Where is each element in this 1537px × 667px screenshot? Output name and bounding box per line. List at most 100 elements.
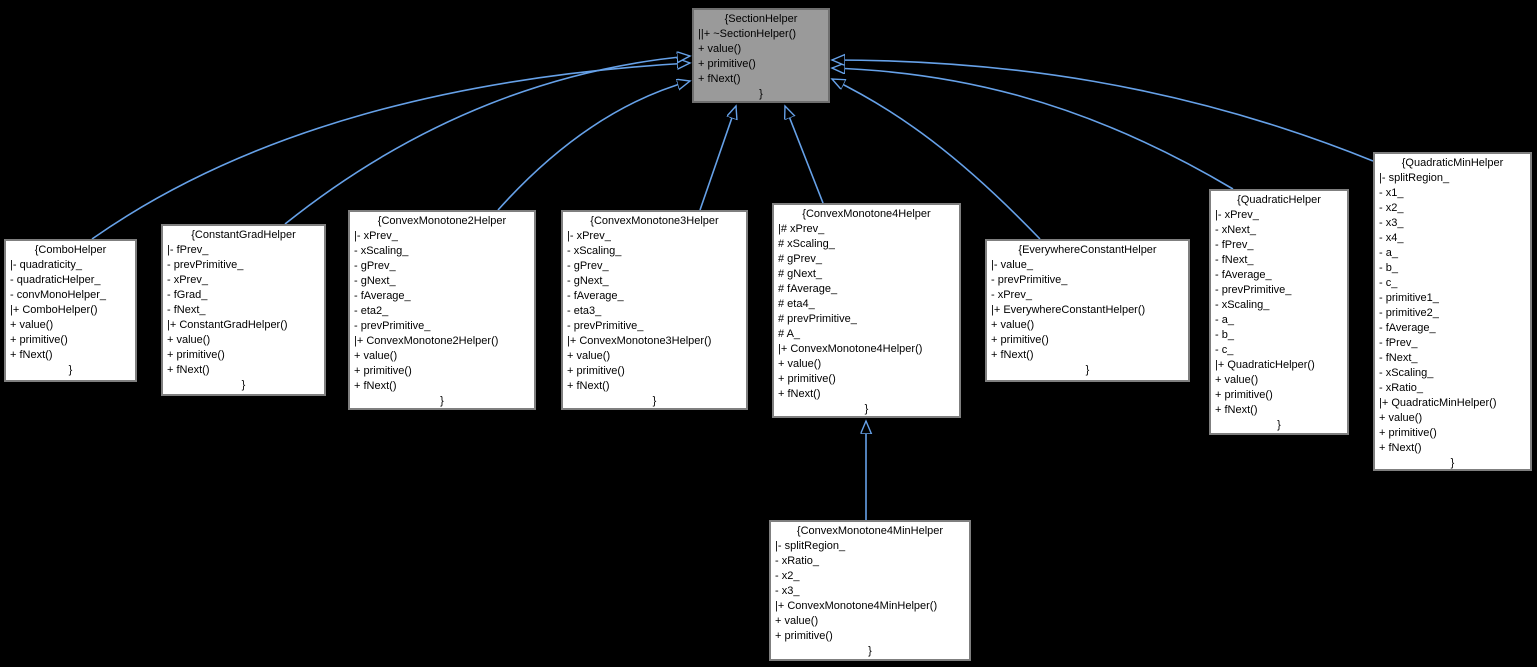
inheritance-edge-quadraticminhelper-sectionhelper — [832, 60, 1374, 162]
inheritance-edge-quadratichelper-sectionhelper — [832, 68, 1234, 190]
uml-text-line: |- splitRegion_ — [775, 540, 846, 552]
uml-text-line: - primitive1_ — [1379, 292, 1439, 304]
uml-text-line: } — [652, 395, 657, 407]
uml-text-line: - xScaling_ — [354, 245, 409, 257]
uml-text-line: |- quadraticity_ — [10, 259, 82, 271]
uml-text-line: - gPrev_ — [354, 260, 396, 272]
uml-text-line: - eta3_ — [567, 305, 602, 317]
inheritance-edge-convexmonotone3helper-sectionhelper — [699, 106, 736, 211]
uml-text-line: - prevPrimitive_ — [167, 259, 244, 271]
uml-text-line: # eta4_ — [778, 298, 815, 310]
uml-text-line: |+ ConvexMonotone3Helper() — [567, 335, 712, 347]
uml-text-line: + fNext() — [698, 73, 741, 85]
uml-text-line: - fNext_ — [1379, 352, 1418, 364]
uml-text-line: + fNext() — [778, 388, 821, 400]
inheritance-edge-convexmonotone2helper-sectionhelper — [497, 81, 690, 211]
uml-text-line: {ConstantGradHelper — [191, 229, 296, 241]
uml-text-line: |- xPrev_ — [567, 230, 611, 242]
uml-text-line: - fPrev_ — [1379, 337, 1418, 349]
uml-text-line: |+ ConvexMonotone2Helper() — [354, 335, 499, 347]
uml-text-line: # fAverage_ — [778, 283, 838, 295]
uml-text-line: {ConvexMonotone3Helper — [590, 215, 719, 227]
class-box-everywhereconstanthelper[interactable]: {EverywhereConstantHelper|- value_- prev… — [985, 239, 1190, 382]
uml-text-line: + value() — [354, 350, 398, 362]
uml-text-line: - c_ — [1215, 344, 1234, 356]
uml-text-line: - xScaling_ — [1379, 367, 1434, 379]
uml-text-line: + primitive() — [567, 365, 625, 377]
uml-text-line: - prevPrimitive_ — [1215, 284, 1292, 296]
uml-text-line: |- splitRegion_ — [1379, 172, 1450, 184]
uml-text-line: + value() — [778, 358, 822, 370]
uml-text-line: {SectionHelper — [724, 13, 798, 25]
uml-text-line: - x3_ — [775, 585, 800, 597]
uml-text-line: + value() — [567, 350, 611, 362]
uml-text-line: + value() — [698, 43, 742, 55]
uml-text-line: + value() — [775, 615, 819, 627]
uml-text-line: {ConvexMonotone4MinHelper — [796, 525, 944, 537]
class-box-convexmonotone4minhelper[interactable]: {ConvexMonotone4MinHelper |- splitRegion_… — [769, 520, 971, 661]
uml-text-line: - fNext_ — [1215, 254, 1254, 266]
uml-text-line: - fNext_ — [167, 304, 206, 316]
uml-text-line: } — [759, 88, 763, 100]
uml-text-line: - prevPrimitive_ — [567, 320, 644, 332]
uml-text-line: + primitive() — [991, 334, 1049, 346]
uml-text-line: - fGrad_ — [167, 289, 208, 301]
uml-text-line: - a_ — [1379, 247, 1398, 259]
uml-text-line: - convMonoHelper_ — [10, 289, 106, 301]
uml-text-line: } — [1450, 457, 1455, 469]
uml-text-line: + primitive() — [167, 349, 225, 361]
class-box-combohelper[interactable]: {ComboHelper|- quadraticity_- quadraticH… — [4, 239, 137, 382]
uml-text-line: |+ QuadraticHelper() — [1215, 359, 1315, 371]
uml-text-line: |+ ConstantGradHelper() — [167, 319, 288, 331]
uml-text-line: |+ ConvexMonotone4Helper() — [778, 343, 923, 355]
uml-text-line: - xPrev_ — [167, 274, 208, 286]
uml-text-line: + fNext() — [567, 380, 610, 392]
uml-text-line: |- xPrev_ — [1215, 209, 1259, 221]
uml-text-line: |+ QuadraticMinHelper() — [1379, 397, 1497, 409]
uml-text-line: } — [68, 364, 73, 376]
uml-text-line: {ComboHelper — [34, 244, 107, 256]
uml-text-line: |+ EverywhereConstantHelper() — [991, 304, 1146, 316]
uml-text-line: - fAverage_ — [567, 290, 624, 302]
class-box-sectionhelper[interactable]: {SectionHelper||+ ~SectionHelper()+ valu… — [692, 8, 830, 103]
uml-text-line: - fAverage_ — [1379, 322, 1436, 334]
class-box-convexmonotone4helper[interactable]: {ConvexMonotone4Helper|# xPrev_# xScalin… — [772, 203, 961, 418]
uml-text-line: - primitive2_ — [1379, 307, 1439, 319]
uml-text-line: # prevPrimitive_ — [778, 313, 857, 325]
class-box-constantgradhelper[interactable]: {ConstantGradHelper|- fPrev_- prevPrimit… — [161, 224, 326, 396]
uml-text-line: {QuadraticMinHelper — [1401, 157, 1504, 169]
uml-text-line: - prevPrimitive_ — [354, 320, 431, 332]
uml-text-line: + primitive() — [775, 630, 833, 642]
uml-text-line: + primitive() — [354, 365, 412, 377]
uml-text-line: + primitive() — [698, 58, 756, 70]
uml-text-line: - a_ — [1215, 314, 1234, 326]
uml-text-line: + fNext() — [167, 364, 210, 376]
uml-text-line: } — [241, 379, 246, 391]
uml-text-line: - fAverage_ — [1215, 269, 1272, 281]
uml-text-line: } — [864, 403, 869, 415]
uml-text-line: - xScaling_ — [567, 245, 622, 257]
class-box-convexmonotone3helper[interactable]: {ConvexMonotone3Helper |- xPrev_ - xScalin… — [561, 210, 748, 410]
class-box-quadratichelper[interactable]: {QuadraticHelper|- xPrev_- xNext_- fPrev… — [1209, 189, 1349, 435]
uml-text-line: - xScaling_ — [1215, 299, 1270, 311]
uml-text-line: - fPrev_ — [1215, 239, 1254, 251]
uml-text-line: - gNext_ — [567, 275, 609, 287]
uml-text-line: } — [1277, 419, 1281, 431]
uml-text-line: |- value_ — [991, 259, 1033, 271]
uml-text-line: # gPrev_ — [778, 253, 823, 265]
uml-text-line: - eta2_ — [354, 305, 389, 317]
class-box-quadraticminhelper[interactable]: {QuadraticMinHelper|- splitRegion_- x1_-… — [1373, 152, 1532, 471]
uml-text-line: + value() — [10, 319, 54, 331]
uml-text-line: - b_ — [1379, 262, 1398, 274]
uml-text-line: - x2_ — [1379, 202, 1404, 214]
uml-text-line: |+ ConvexMonotone4MinHelper() — [775, 600, 938, 612]
uml-text-line: } — [868, 645, 872, 657]
uml-text-line: # gNext_ — [778, 268, 823, 280]
class-box-convexmonotone2helper[interactable]: {ConvexMonotone2Helper|- xPrev_- xScalin… — [348, 210, 536, 410]
uml-text-line: + fNext() — [1215, 404, 1258, 416]
uml-text-line: + value() — [991, 319, 1035, 331]
uml-text-line: - xNext_ — [1215, 224, 1256, 236]
uml-text-line: # xScaling_ — [778, 238, 835, 250]
uml-text-line: + primitive() — [778, 373, 836, 385]
